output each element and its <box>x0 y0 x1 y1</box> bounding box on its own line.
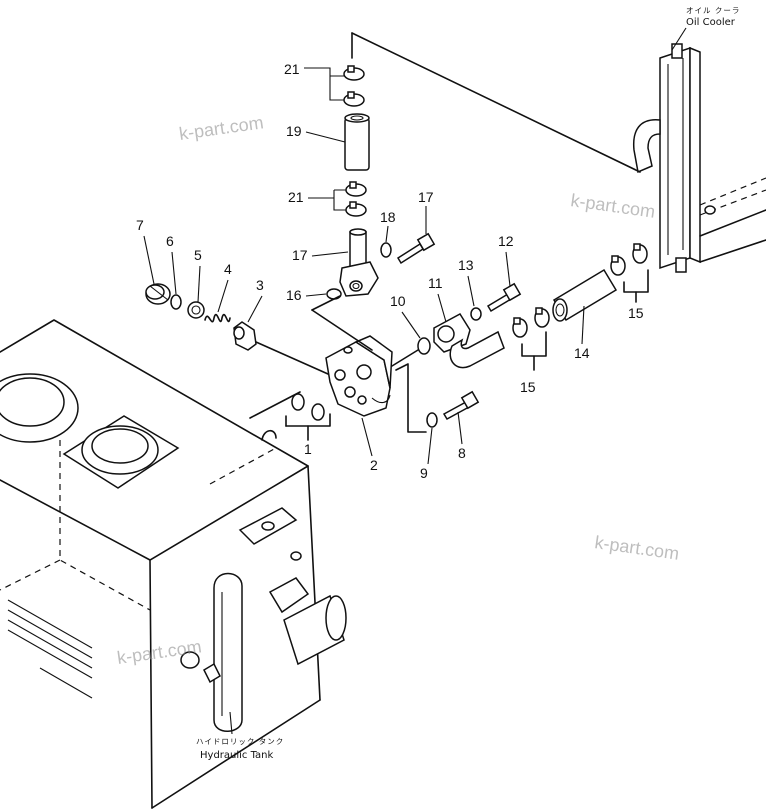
callout-7: 7 <box>136 217 144 233</box>
callout-6: 6 <box>166 233 174 249</box>
bolt-18 <box>396 232 436 265</box>
clamp-21-upper <box>343 65 365 107</box>
watermark: k-part.com <box>593 532 680 564</box>
oil-cooler <box>632 43 766 273</box>
callout-11: 11 <box>428 275 443 291</box>
seat-5 <box>187 301 205 319</box>
callout-21: 21 <box>284 61 300 77</box>
elbow-17 <box>339 228 379 297</box>
callout-13: 13 <box>458 257 474 273</box>
hose-20 <box>344 113 370 171</box>
hydraulic-tank-label: Hydraulic Tank <box>200 750 274 761</box>
callout-2: 2 <box>370 457 378 473</box>
callout-9: 9 <box>420 465 428 481</box>
hose-14 <box>552 268 618 322</box>
valve-body-2 <box>325 335 393 417</box>
washer-13 <box>470 307 482 321</box>
clamps-15-right <box>610 243 648 276</box>
pipe-11 <box>433 313 505 369</box>
callout-10: 10 <box>390 293 406 309</box>
spring-4 <box>204 313 231 323</box>
bolt-8 <box>442 390 480 421</box>
oil-cooler-label: Oil Cooler <box>686 17 736 28</box>
watermark: k-part.com <box>178 112 265 144</box>
callouts: 21 19 21 17 16 18 17 7 6 5 4 3 1 <box>136 61 644 481</box>
callout-8: 8 <box>458 445 466 461</box>
washer-9 <box>426 412 438 428</box>
callout-17: 17 <box>292 247 308 263</box>
oil-cooler-jp-label: オイル クーラ <box>686 6 740 15</box>
callout-18: 17 <box>418 189 434 205</box>
watermark: k-part.com <box>569 190 656 222</box>
o-ring-10 <box>417 337 431 355</box>
o-ring-16 <box>326 288 342 300</box>
callout-12: 12 <box>498 233 514 249</box>
callout-21: 21 <box>288 189 304 205</box>
washer-19 <box>380 242 392 258</box>
o-rings-1 <box>291 393 325 421</box>
clamp-21-lower <box>345 181 367 217</box>
callout-20: 19 <box>286 123 302 139</box>
callout-16: 16 <box>286 287 302 303</box>
valve-3 <box>233 321 257 351</box>
callout-15: 15 <box>628 305 644 321</box>
hydraulic-tank-jp-label: ハイドロリック タンク <box>196 737 284 746</box>
callout-14: 14 <box>574 345 590 361</box>
clamps-15-left <box>512 307 550 338</box>
callout-3: 3 <box>256 277 264 293</box>
callout-4: 4 <box>224 261 232 277</box>
callout-5: 5 <box>194 247 202 263</box>
callout-15: 15 <box>520 379 536 395</box>
callout-1: 1 <box>304 441 312 457</box>
hydraulic-tank <box>0 319 347 809</box>
o-ring-6 <box>170 294 182 310</box>
callout-19: 18 <box>380 209 396 225</box>
bolt-12 <box>486 282 522 313</box>
plug-7 <box>145 283 171 305</box>
